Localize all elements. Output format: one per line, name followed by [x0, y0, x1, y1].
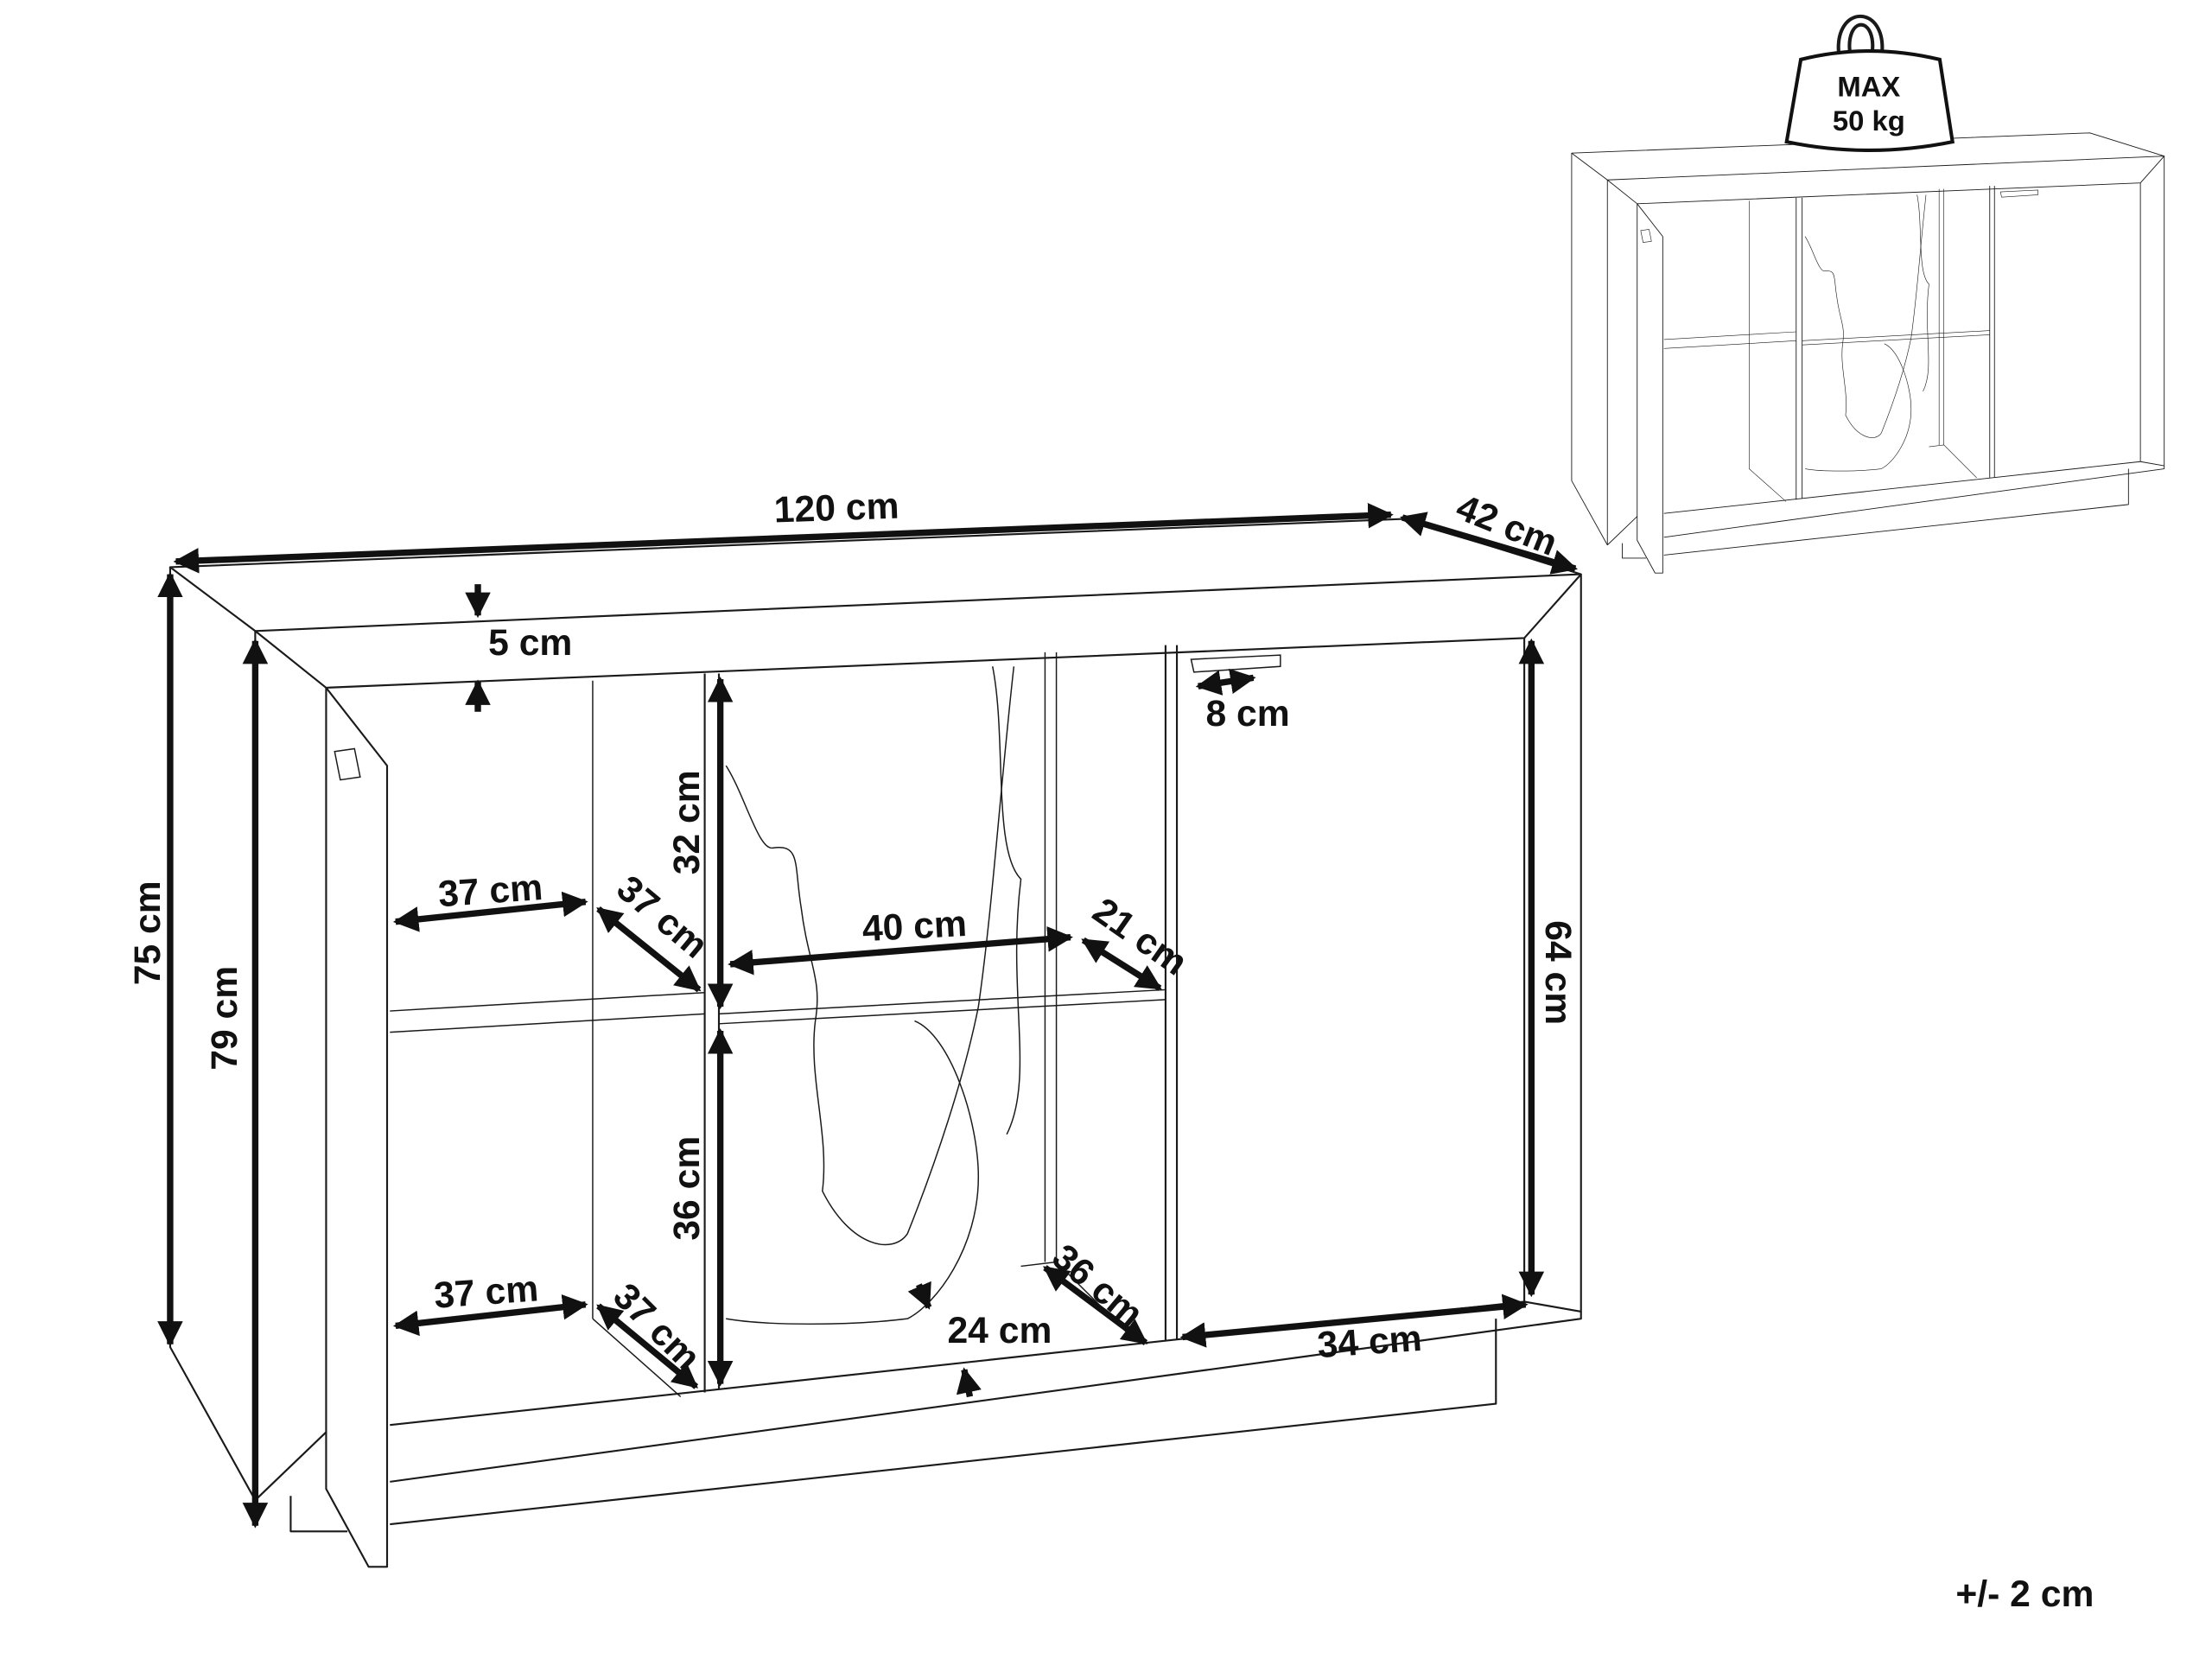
label-right-door-height: 64 cm — [1537, 920, 1579, 1025]
label-bottom-center-depth: 24 cm — [947, 1310, 1052, 1351]
max-load-weight-icon: MAX 50 kg — [1784, 14, 1955, 152]
label-upper-left-width: 37 cm — [437, 867, 544, 915]
label-height-body: 75 cm — [127, 880, 168, 985]
label-upper-center-height: 32 cm — [666, 770, 708, 874]
label-lower-center-height: 36 cm — [666, 1136, 708, 1241]
label-width: 120 cm — [773, 486, 899, 531]
label-upper-left-depth: 37 cm — [609, 868, 716, 967]
label-lower-left-width: 37 cm — [433, 1268, 540, 1316]
label-lower-right-depth: 36 cm — [1045, 1236, 1152, 1336]
arrow-handle-length — [1195, 668, 1256, 696]
label-depth: 42 cm — [1451, 486, 1563, 564]
arrow-center-shelf-depth — [1081, 937, 1162, 991]
arrow-lower-left-depth — [596, 1303, 699, 1389]
arrow-right-door-width — [1179, 1294, 1529, 1348]
arrow-upper-left-depth — [596, 906, 702, 993]
arrow-depth — [1400, 512, 1579, 575]
arrow-center-shelf-width — [728, 926, 1073, 976]
sideboard-thumbnail — [1571, 132, 2165, 574]
arrow-upper-left-width — [392, 891, 588, 932]
arrow-lower-left-width — [392, 1294, 588, 1337]
label-handle-length: 8 cm — [1205, 693, 1289, 734]
label-center-shelf-depth: 21 cm — [1085, 890, 1195, 984]
label-height-total: 79 cm — [204, 966, 245, 1071]
arrow-bottom-center-lower — [956, 1367, 982, 1398]
weight-value-label: 50 kg — [1833, 105, 1905, 137]
arrow-width — [173, 502, 1394, 574]
sideboard-main-view — [168, 518, 1582, 1568]
tolerance-note: +/- 2 cm — [1955, 1573, 2094, 1615]
arrow-bottom-center-upper — [907, 1281, 932, 1310]
label-center-shelf-width: 40 cm — [861, 903, 968, 950]
dimension-arrows — [157, 502, 1579, 1529]
label-top-thickness: 5 cm — [488, 622, 572, 664]
label-right-door-width: 34 cm — [1316, 1318, 1423, 1366]
arrow-lower-right-depth — [1043, 1265, 1148, 1346]
weight-max-label: MAX — [1837, 71, 1900, 103]
